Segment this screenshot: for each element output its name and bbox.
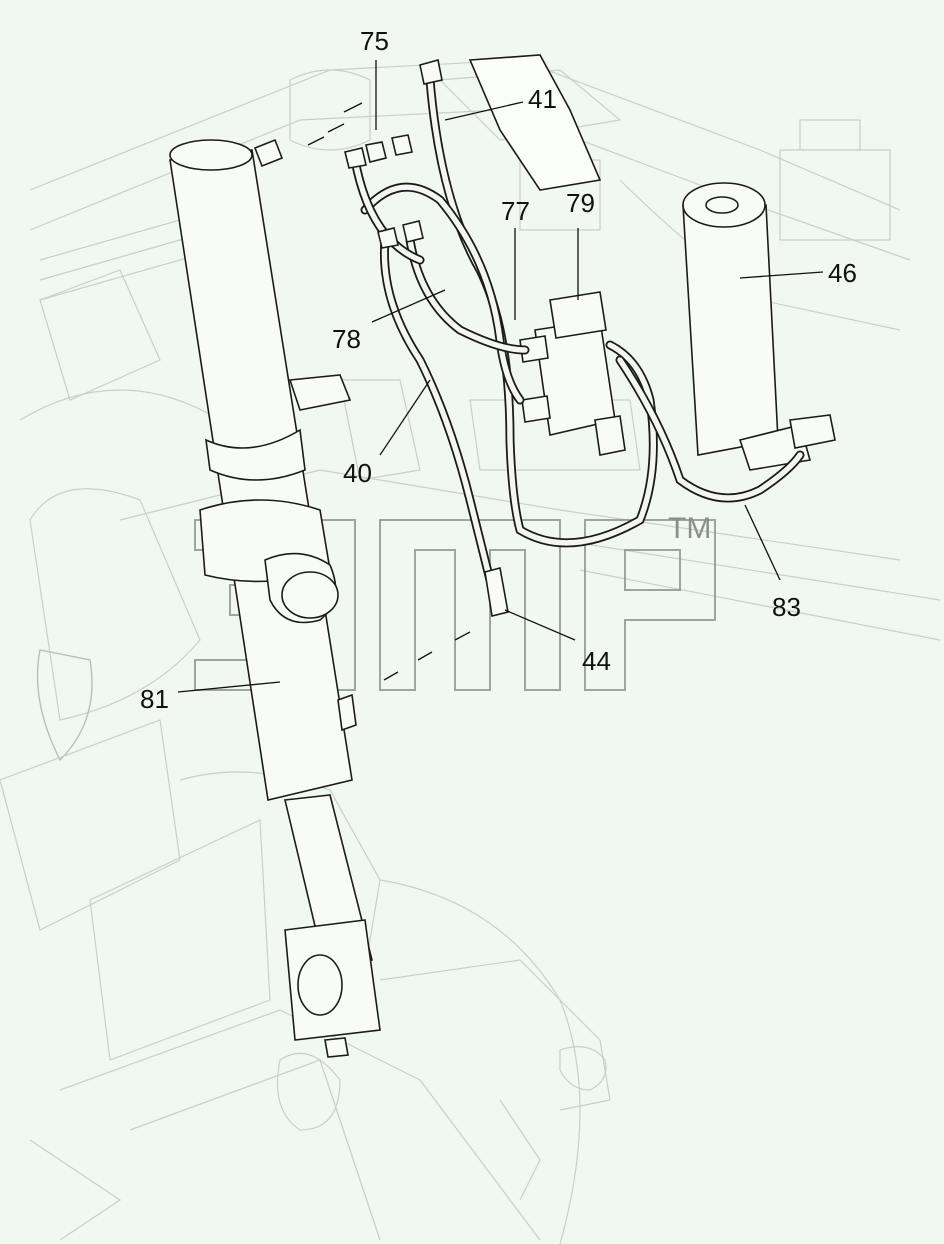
callout-40: 40 — [343, 458, 372, 488]
callout-labels: 75 41 77 79 46 78 40 83 44 81 — [140, 26, 857, 714]
leader-lines — [177, 60, 824, 693]
callout-75: 75 — [360, 26, 389, 56]
callout-41: 41 — [528, 84, 557, 114]
left-cylinder — [169, 138, 381, 1058]
watermark-tm: TM — [668, 512, 711, 545]
callout-79: 79 — [566, 188, 595, 218]
valve-block — [468, 54, 626, 456]
callout-78: 78 — [332, 324, 361, 354]
fittings — [344, 58, 509, 617]
callout-46: 46 — [828, 258, 857, 288]
watermark-logo: TM — [194, 512, 716, 691]
callout-77: 77 — [501, 196, 530, 226]
right-cylinder — [682, 182, 836, 471]
hoses — [350, 75, 805, 605]
callout-81: 81 — [140, 684, 169, 714]
callout-83: 83 — [772, 592, 801, 622]
callout-44: 44 — [582, 646, 611, 676]
